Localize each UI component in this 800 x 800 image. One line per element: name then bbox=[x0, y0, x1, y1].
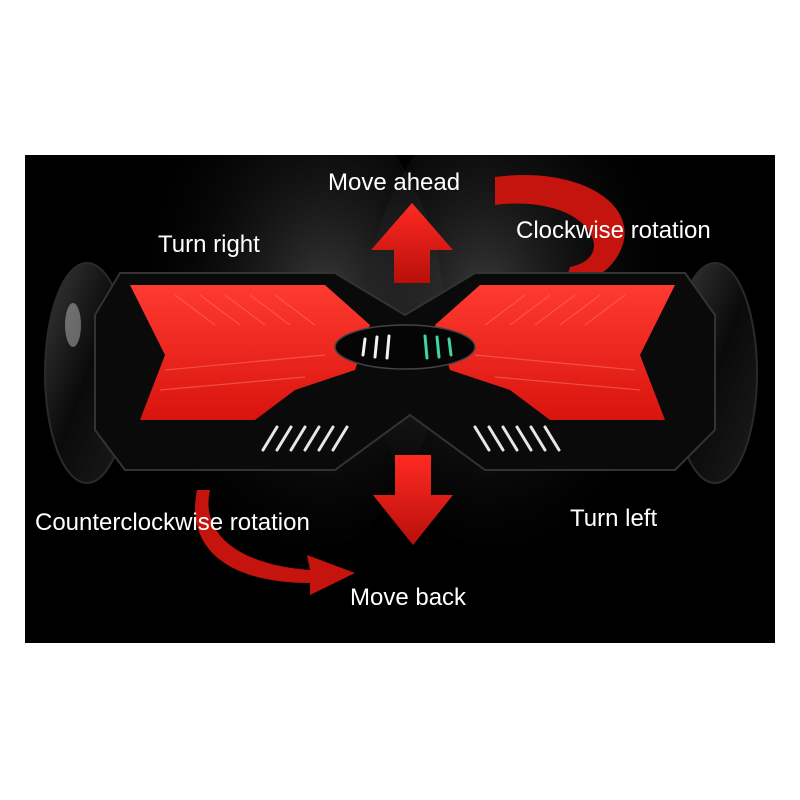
arrow-down-icon bbox=[373, 455, 453, 545]
right-light-strip bbox=[473, 425, 561, 452]
counterclockwise-rotation-label: Counterclockwise rotation bbox=[35, 509, 310, 536]
turn-left-label: Turn left bbox=[570, 505, 658, 532]
hoverboard-photo-panel: Move ahead Turn right Clockwise rotation… bbox=[25, 155, 775, 643]
led-indicators bbox=[361, 334, 453, 360]
led-panel bbox=[334, 324, 476, 370]
left-light-strip bbox=[261, 425, 349, 452]
arrow-up-icon bbox=[371, 203, 453, 283]
left-footpad bbox=[130, 285, 370, 420]
curved-arrow-clockwise-icon bbox=[495, 175, 625, 284]
right-footpad bbox=[435, 285, 675, 420]
curved-arrow-counterclockwise-icon bbox=[195, 490, 355, 595]
move-back-label: Move back bbox=[350, 584, 467, 611]
turn-right-label: Turn right bbox=[158, 231, 260, 258]
hoverboard-body bbox=[94, 272, 716, 471]
move-ahead-label: Move ahead bbox=[328, 169, 461, 196]
hoverboard-illustration bbox=[44, 155, 758, 595]
clockwise-rotation-label: Clockwise rotation bbox=[516, 217, 711, 244]
